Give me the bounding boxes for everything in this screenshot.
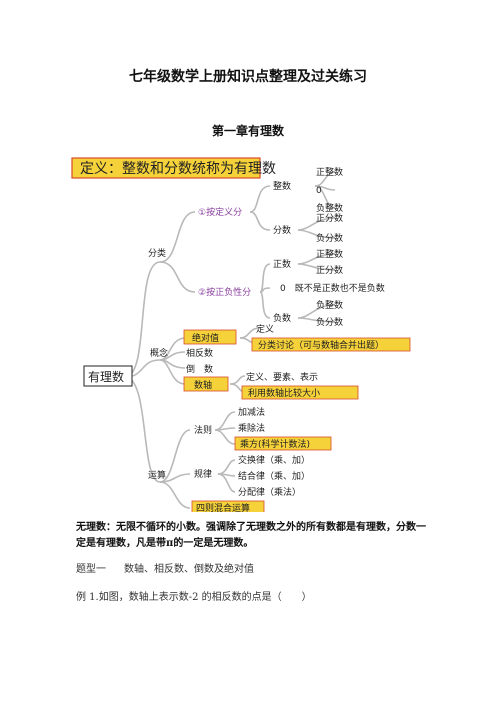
by-sign-label: ②按正负性分 (198, 286, 251, 298)
power-box (234, 436, 332, 451)
positive-label: 正数 (273, 258, 291, 270)
abs-discuss-box (251, 337, 411, 352)
abs-discuss-label: 分类讨论（可与数轴合并出题） (258, 339, 384, 351)
nl-elements-label: 定义、要素、表示 (246, 371, 318, 383)
abs-value-label: 绝对值 (192, 332, 219, 344)
nl-compare-box (241, 385, 359, 400)
pos-frac-label: 正分数 (316, 212, 343, 224)
distributive-label: 分配律（乘法） (238, 486, 301, 498)
neg-int2-label: 负整数 (316, 299, 343, 311)
commutative-label: 交换律（乘、加） (238, 454, 310, 466)
irrational-paragraph: 无理数：无限不循环的小数。强调除了无理数之外的所有数都是有理数，分数一定是有理数… (76, 520, 426, 552)
number-line-box (183, 376, 229, 392)
topic-label: 题型一 (76, 564, 106, 575)
concept-label: 概念 (150, 347, 168, 359)
associative-label: 结合律（乘、加） (238, 470, 310, 482)
nl-compare-label: 利用数轴比较大小 (248, 387, 320, 399)
root-label: 有理数 (88, 369, 124, 384)
zero-label: 0 (316, 186, 322, 196)
number-line-label: 数轴 (194, 379, 212, 391)
fraction-label: 分数 (273, 224, 291, 236)
reciprocal-label: 倒 数 (186, 363, 213, 375)
abs-value-box (183, 329, 237, 345)
example-line: 例 1.如图，数轴上表示数-2 的相反数的点是（ ） (76, 592, 312, 603)
pos-int2-label: 正整数 (316, 248, 343, 260)
irrational-label: 无理数： (76, 522, 116, 533)
definition-banner (71, 157, 261, 179)
root-box (83, 365, 133, 387)
pos-frac2-label: 正分数 (316, 264, 343, 276)
mul-div-label: 乘除法 (238, 422, 265, 434)
neg-frac-label: 负分数 (316, 232, 343, 244)
definition-short-label: 定义 (256, 323, 274, 335)
power-label: 乘方(科学计数法) (240, 438, 310, 450)
opposite-label: 相反数 (186, 347, 213, 359)
mixed-ops-box (191, 500, 265, 512)
rational-number-mindmap: 定义：整数和分数统称为有理数 (71, 157, 411, 512)
pos-int-label: 正整数 (316, 166, 343, 178)
by-definition-label: ①按定义分 (198, 206, 242, 218)
neg-int-label: 负整数 (316, 202, 343, 214)
mixed-ops-label: 四则混合运算 (196, 502, 250, 512)
definition-text: 定义：整数和分数统称为有理数 (80, 161, 276, 177)
irrational-text: 无限不循环的小数。强调除了无理数之外的所有数都是有理数，分数一定是有理数，凡是带… (76, 522, 426, 549)
laws-label: 规律 (194, 468, 212, 480)
rules-label: 法则 (194, 424, 212, 436)
document-title: 七年级数学上册知识点整理及过关练习 (129, 69, 367, 85)
negative-label: 负数 (273, 312, 291, 324)
neg-frac2-label: 负分数 (316, 316, 343, 328)
integer-label: 整数 (273, 180, 291, 192)
operations-label: 运算 (148, 469, 166, 481)
topic-line: 题型一 数轴、相反数、倒数及绝对值 (76, 562, 426, 578)
zero-desc-label: 0 既不是正数也不是负数 (280, 282, 385, 294)
add-sub-label: 加减法 (238, 406, 265, 418)
topic-text: 数轴、相反数、倒数及绝对值 (124, 564, 254, 575)
chapter-heading: 第一章有理数 (211, 124, 284, 138)
classify-label: 分类 (148, 247, 166, 259)
